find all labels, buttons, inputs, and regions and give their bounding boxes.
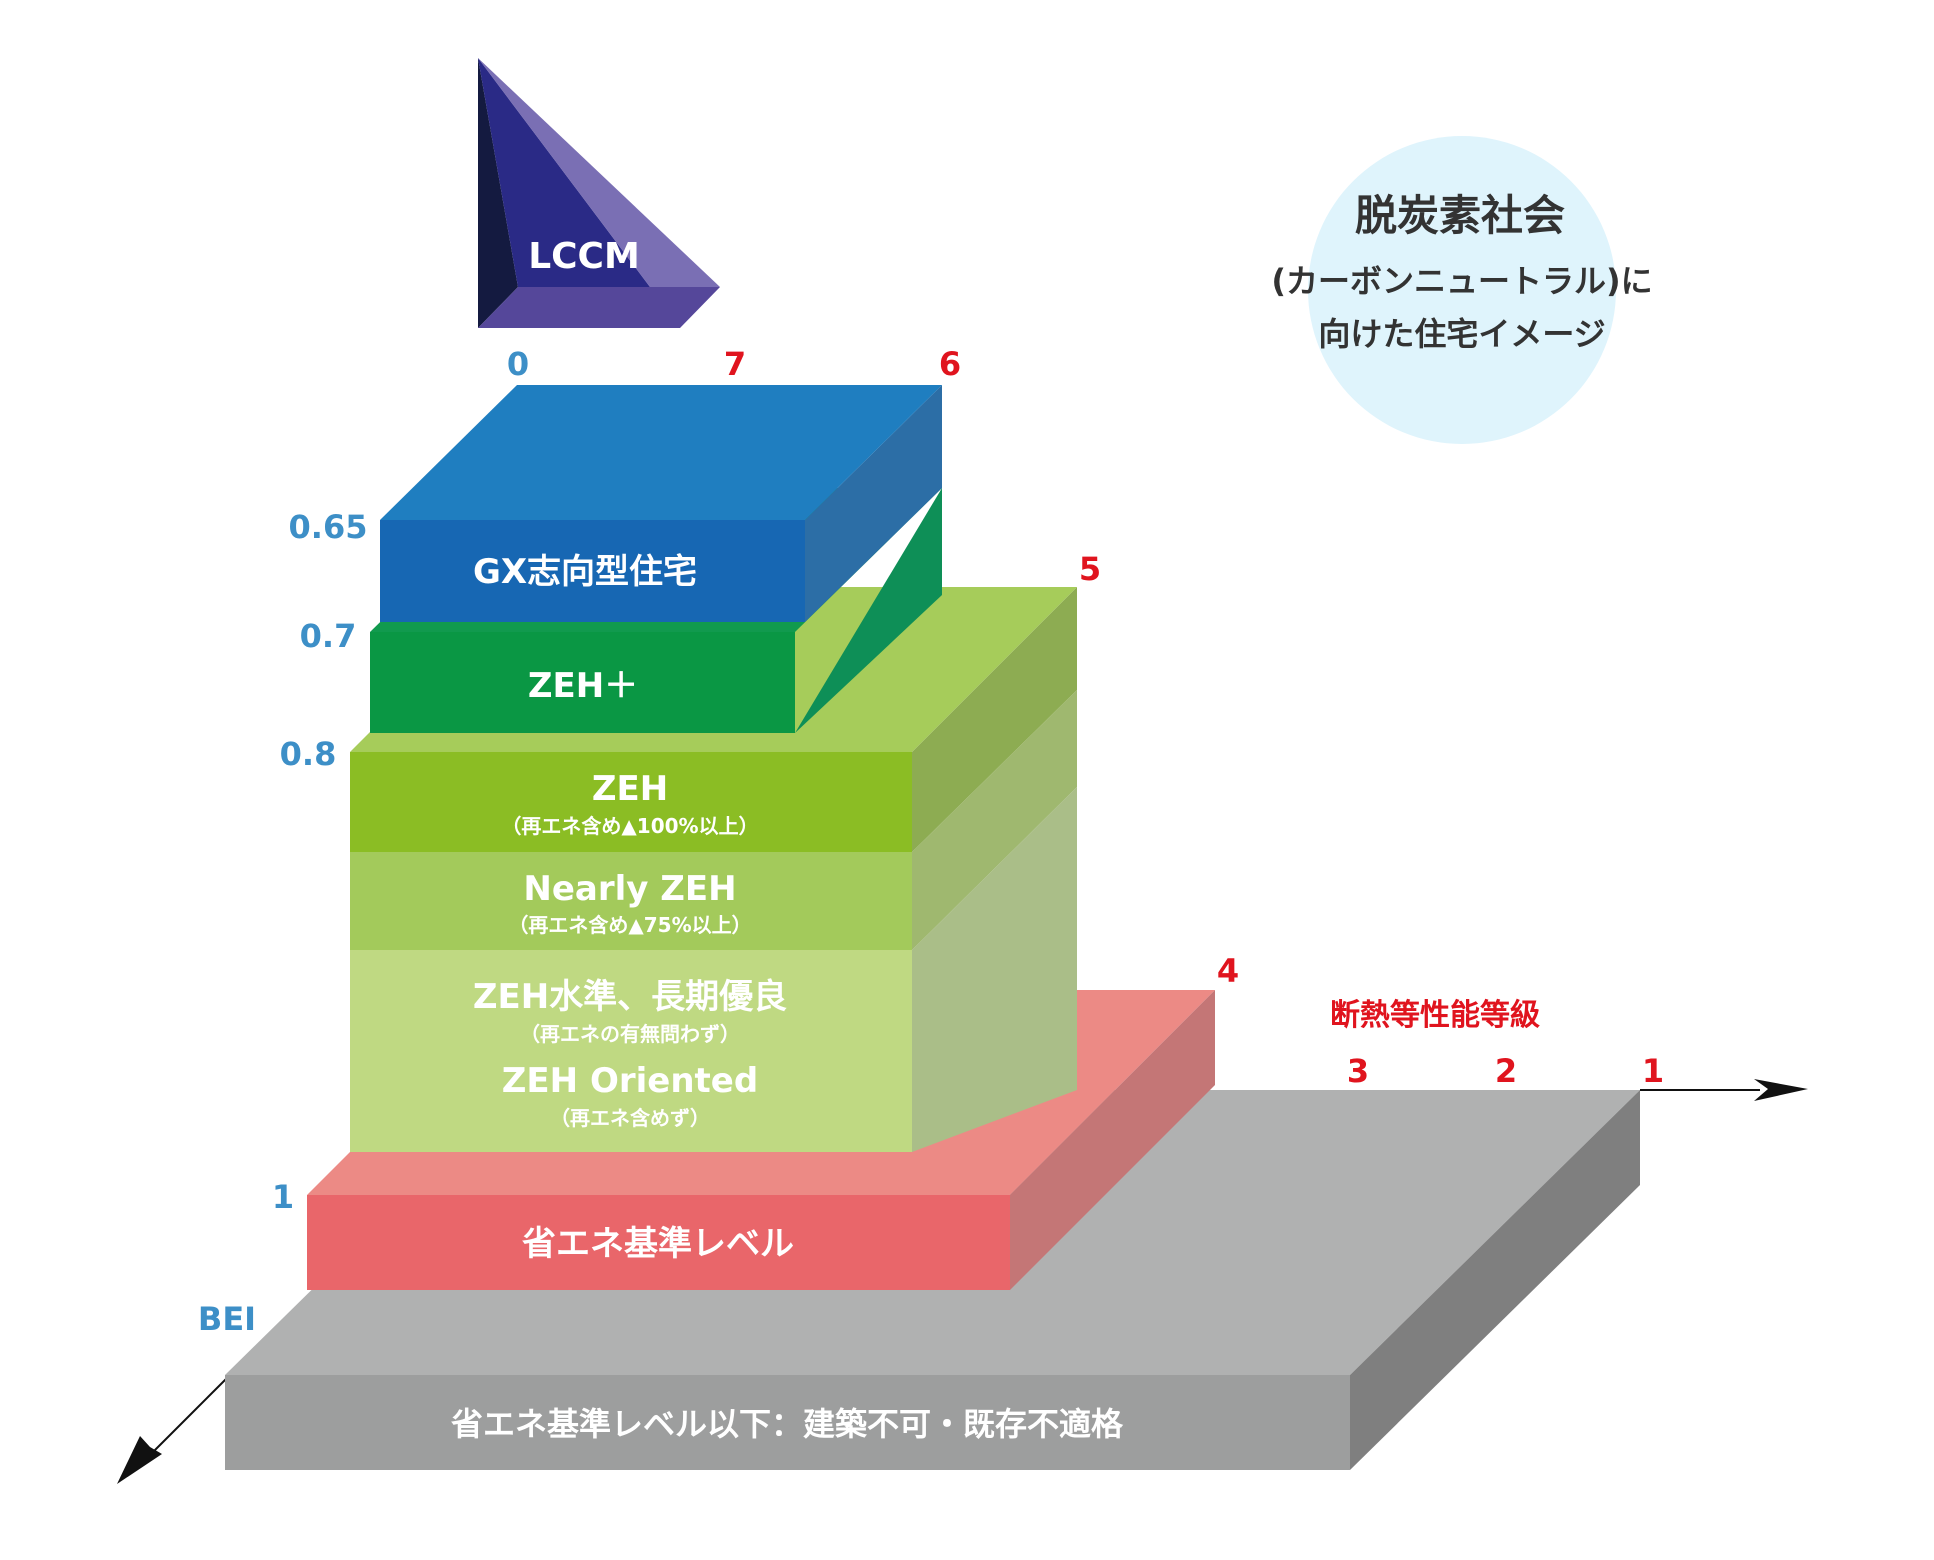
bei-tick-1: 1 xyxy=(272,1178,294,1216)
zeh-oriented-note: （再エネ含めず） xyxy=(550,1106,710,1130)
insulation-axis-arrowhead xyxy=(1754,1079,1808,1101)
nearly-zeh-front xyxy=(350,852,912,950)
base-level-side xyxy=(1350,1090,1640,1470)
insulation-tick-labels: 7 6 5 4 3 2 1 断熱等性能等級 xyxy=(724,345,1664,1090)
bei-axis xyxy=(117,1374,231,1484)
bei-axis-title: BEI xyxy=(198,1300,256,1338)
zeh-front xyxy=(350,752,912,852)
grade-tick-5: 5 xyxy=(1079,550,1101,588)
base-level-label: 省エネ基準レベル以下：建築不可・既存不適格 xyxy=(451,1405,1124,1443)
gx-front xyxy=(380,520,805,622)
bei-axis-line xyxy=(149,1374,231,1456)
nearly-zeh-note: （再エネ含め▲75%以上） xyxy=(508,913,751,937)
zeh-standard-front xyxy=(350,950,912,1152)
nearly-zeh-side xyxy=(912,690,1077,950)
nearly-zeh-label: Nearly ZEH xyxy=(523,869,736,909)
grade-tick-7: 7 xyxy=(724,345,746,383)
badge-subtitle-line1: (カーボンニュートラル)に xyxy=(1271,262,1652,300)
lccm-label: LCCM xyxy=(528,236,640,277)
zeh-standard-side xyxy=(912,787,1077,1152)
standard-level-label: 省エネ基準レベル xyxy=(522,1224,794,1264)
zeh-oriented-label: ZEH Oriented xyxy=(502,1061,758,1101)
bei-tick-labels: 0 0.65 0.7 0.8 1 BEI xyxy=(198,345,529,1338)
insulation-axis xyxy=(1640,1079,1808,1101)
grade-tick-3: 3 xyxy=(1347,1052,1369,1090)
zeh-standard-label: ZEH水準、長期優良 xyxy=(473,977,787,1017)
zeh-plus-side xyxy=(795,488,942,733)
gx-top xyxy=(380,385,942,520)
bei-tick-0: 0 xyxy=(507,345,529,383)
grade-tick-6: 6 xyxy=(939,345,961,383)
zeh-plus-label: ZEH＋ xyxy=(528,666,638,706)
zeh-note: （再エネ含め▲100%以上） xyxy=(501,814,758,838)
lccm-bottom-face xyxy=(478,287,720,328)
lccm-right-face xyxy=(478,58,720,287)
grade-tick-2: 2 xyxy=(1495,1052,1517,1090)
zeh-label: ZEH xyxy=(592,769,668,809)
standard-level-side xyxy=(1010,990,1215,1290)
standard-level-front xyxy=(307,1195,1010,1290)
bei-tick-065: 0.65 xyxy=(289,508,368,546)
badge-circle xyxy=(1308,136,1616,444)
gx-side xyxy=(805,385,942,622)
badge-subtitle-line2: 向けた住宅イメージ xyxy=(1318,315,1605,353)
zeh-plus-front xyxy=(370,632,795,733)
bei-axis-arrowhead xyxy=(117,1436,162,1484)
zeh-standard-note: （再エネの有無問わず） xyxy=(520,1022,740,1046)
insulation-axis-title: 断熱等性能等級 xyxy=(1330,998,1540,1033)
decarbonized-society-badge: 脱炭素社会 (カーボンニュートラル)に 向けた住宅イメージ xyxy=(1271,136,1653,444)
grade-tick-4: 4 xyxy=(1217,952,1239,990)
base-level-front xyxy=(225,1375,1350,1470)
lccm-pyramid: LCCM xyxy=(478,58,720,328)
grade-tick-1: 1 xyxy=(1642,1052,1664,1090)
gx-label: GX志向型住宅 xyxy=(473,552,697,592)
bei-tick-07: 0.7 xyxy=(300,617,357,655)
badge-title: 脱炭素社会 xyxy=(1355,191,1565,240)
gx-housing-block: GX志向型住宅 xyxy=(380,385,942,622)
bei-tick-08: 0.8 xyxy=(280,735,337,773)
lccm-left-face xyxy=(478,58,518,328)
zeh-side xyxy=(912,587,1077,852)
